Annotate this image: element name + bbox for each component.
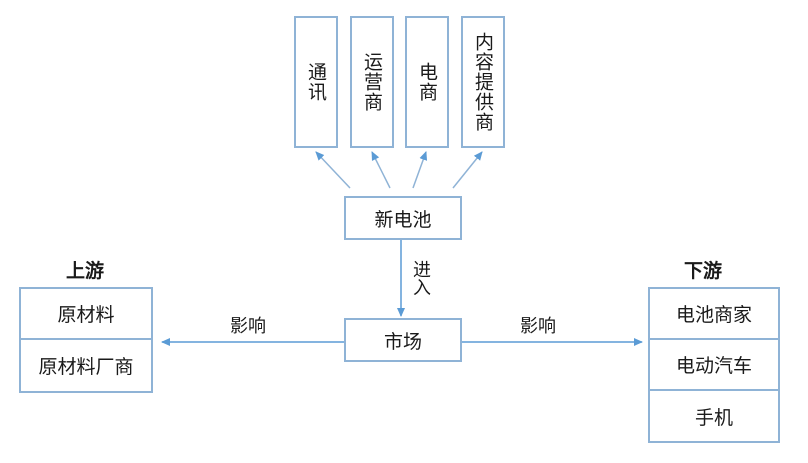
new-battery-label: 新电池 xyxy=(374,208,432,231)
box-dianshang: 电商 xyxy=(405,16,449,148)
arrow-to-yunyingshang xyxy=(371,151,391,189)
arrow-to-neirong xyxy=(452,151,483,189)
downstream-influence-label: 影响 xyxy=(520,316,556,337)
downstream-title: 下游 xyxy=(684,260,723,282)
upstream-item: 原材料厂商 xyxy=(38,356,134,378)
downstream-item: 电池商家 xyxy=(650,289,778,340)
downstream-stack: 电池商家 电动汽车 手机 xyxy=(648,287,780,443)
market-label: 市场 xyxy=(383,330,422,353)
downstream-item: 电动汽车 xyxy=(650,340,778,391)
upstream-stack: 原材料 原材料厂商 xyxy=(19,287,153,393)
enter-label: 进入 xyxy=(410,260,431,296)
upstream-title: 上游 xyxy=(66,260,105,282)
box-tongxun-label: 通讯 xyxy=(305,62,327,102)
arrow-to-dianshang xyxy=(412,151,428,189)
box-neirong-label: 内容提供商 xyxy=(472,32,494,132)
market-box: 市场 xyxy=(344,318,462,362)
box-dianshang-label: 电商 xyxy=(416,62,438,102)
box-yunyingshang: 运营商 xyxy=(350,16,394,148)
box-neirong: 内容提供商 xyxy=(461,16,505,148)
downstream-item: 手机 xyxy=(694,406,733,429)
box-tongxun: 通讯 xyxy=(294,16,338,148)
upstream-item: 原材料 xyxy=(21,289,151,340)
box-yunyingshang-label: 运营商 xyxy=(361,52,383,112)
arrow-to-tongxun xyxy=(315,151,351,189)
new-battery-box: 新电池 xyxy=(344,196,462,240)
upstream-influence-label: 影响 xyxy=(230,316,266,337)
